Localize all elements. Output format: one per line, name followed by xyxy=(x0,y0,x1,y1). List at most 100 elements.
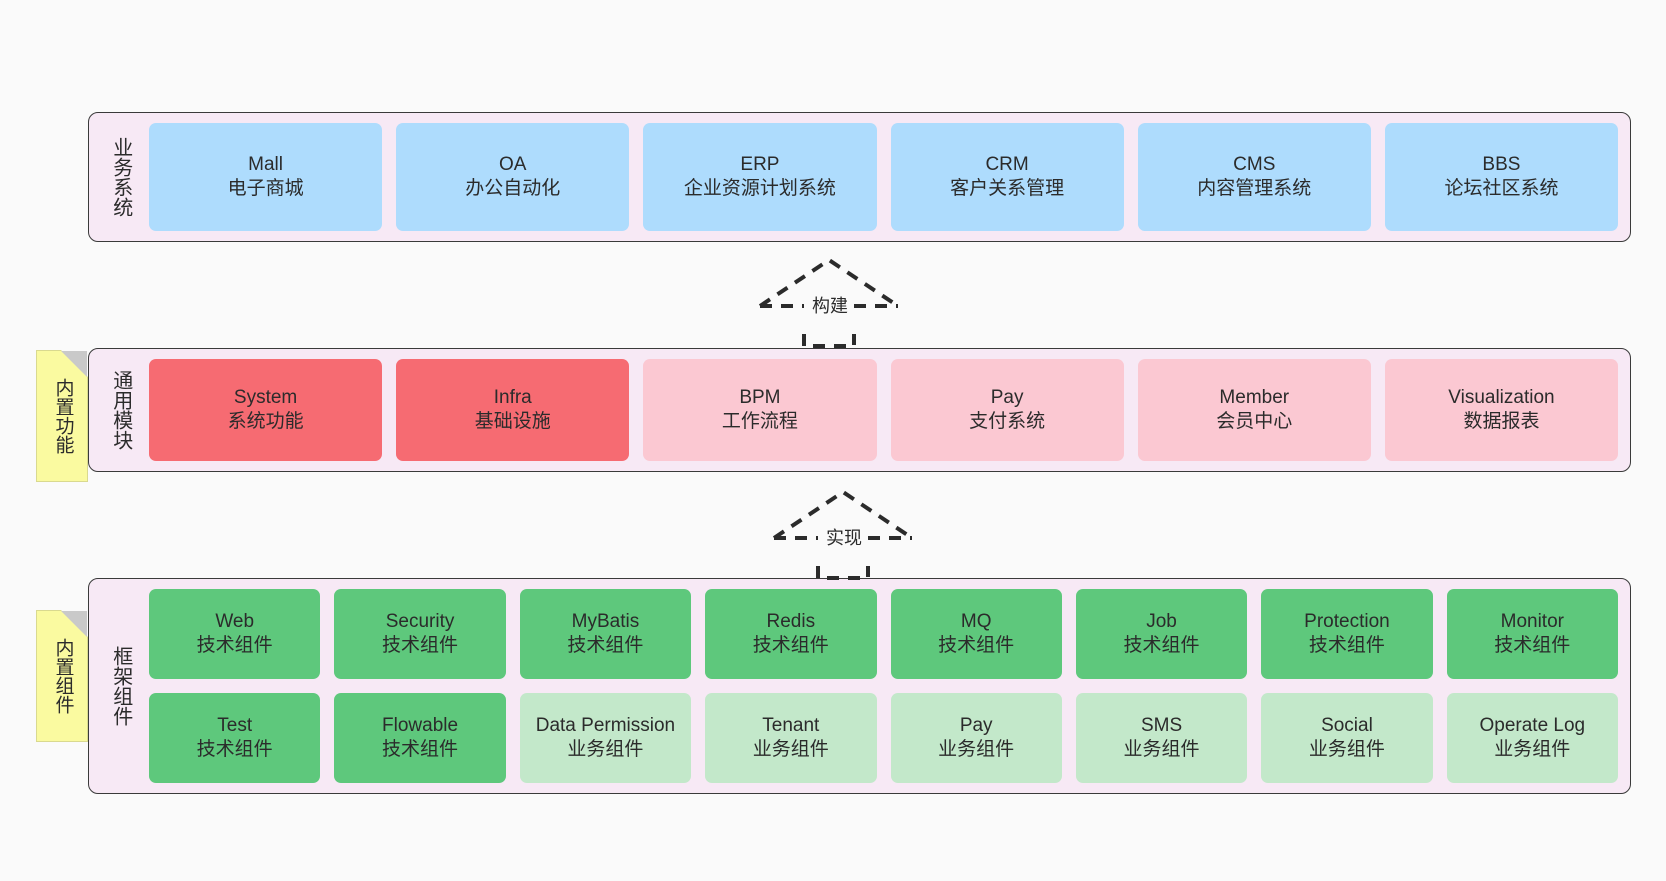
node-label-en: Tenant xyxy=(762,715,820,737)
layer-body-common-modules: System 系统功能 Infra 基础设施 BPM 工作流程 Pay 支付系统… xyxy=(139,359,1619,461)
node-label-cn: 技术组件 xyxy=(196,739,273,760)
node-visualization[interactable]: Visualization 数据报表 xyxy=(1384,359,1619,461)
node-redis[interactable]: Redis 技术组件 xyxy=(705,589,877,679)
layer-framework-components: 框架组件 Web 技术组件 Security 技术组件 MyBatis 技术组件… xyxy=(88,578,1631,794)
node-label-en: Data Permission xyxy=(535,715,676,737)
node-label-cn: 数据报表 xyxy=(1463,411,1540,432)
node-security[interactable]: Security 技术组件 xyxy=(334,589,506,679)
node-label-cn: 技术组件 xyxy=(196,635,273,656)
node-cms[interactable]: CMS 内容管理系统 xyxy=(1137,123,1371,231)
node-label-cn: 业务组件 xyxy=(567,739,644,760)
node-label-en: OA xyxy=(499,154,527,176)
node-label-en: ERP xyxy=(740,154,780,176)
connector-label-build: 构建 xyxy=(812,296,848,316)
generalization-arrow-build xyxy=(758,258,900,348)
note-text: 内置组件 xyxy=(52,638,74,714)
node-test[interactable]: Test 技术组件 xyxy=(149,693,321,783)
node-web[interactable]: Web 技术组件 xyxy=(149,589,321,679)
node-label-cn: 业务组件 xyxy=(938,739,1015,760)
layer-title-common-modules: 通用模块 xyxy=(109,370,132,450)
node-label-cn: 论坛社区系统 xyxy=(1444,178,1559,199)
node-mall[interactable]: Mall 电子商城 xyxy=(149,123,383,231)
note-builtin-components[interactable]: 内置组件 xyxy=(36,610,88,742)
node-label-en: Flowable xyxy=(382,715,459,737)
layer-common-modules: 通用模块 System 系统功能 Infra 基础设施 BPM 工作流程 Pay… xyxy=(88,348,1631,472)
node-pay-business[interactable]: Pay 业务组件 xyxy=(890,693,1062,783)
node-social[interactable]: Social 业务组件 xyxy=(1261,693,1433,783)
node-label-en: Job xyxy=(1146,611,1177,633)
node-label-cn: 业务组件 xyxy=(752,739,829,760)
note-builtin-features[interactable]: 内置功能 xyxy=(36,350,88,482)
node-pay[interactable]: Pay 支付系统 xyxy=(890,359,1124,461)
node-label-en: CRM xyxy=(985,154,1029,176)
layer-business-systems: 业务系统 Mall 电子商城 OA 办公自动化 ERP 企业资源计划系统 CRM… xyxy=(88,112,1631,242)
node-label-cn: 电子商城 xyxy=(227,178,304,199)
node-bpm[interactable]: BPM 工作流程 xyxy=(643,359,877,461)
node-label-cn: 办公自动化 xyxy=(465,178,561,199)
node-label-en: Monitor xyxy=(1500,611,1564,633)
layer-body-framework-components: Web 技术组件 Security 技术组件 MyBatis 技术组件 Redi… xyxy=(139,589,1618,783)
generalization-arrow-implement xyxy=(772,490,914,580)
node-label-en: Redis xyxy=(766,611,816,633)
node-label-cn: 企业资源计划系统 xyxy=(683,178,836,199)
node-label-cn: 技术组件 xyxy=(382,635,459,656)
node-label-cn: 基础设施 xyxy=(474,411,551,432)
node-label-en: CMS xyxy=(1233,154,1276,176)
note-text: 内置功能 xyxy=(52,378,74,454)
node-label-cn: 技术组件 xyxy=(1123,635,1200,656)
node-label-en: Mall xyxy=(248,154,283,176)
node-system[interactable]: System 系统功能 xyxy=(149,359,383,461)
node-label-en: BBS xyxy=(1482,154,1521,176)
node-label-cn: 工作流程 xyxy=(721,411,798,432)
node-label-en: Security xyxy=(385,611,455,633)
node-tenant[interactable]: Tenant 业务组件 xyxy=(705,693,877,783)
node-label-cn: 技术组件 xyxy=(382,739,459,760)
node-label-cn: 技术组件 xyxy=(1308,635,1385,656)
node-label-cn: 技术组件 xyxy=(1494,635,1571,656)
row: System 系统功能 Infra 基础设施 BPM 工作流程 Pay 支付系统… xyxy=(149,359,1619,461)
node-mq[interactable]: MQ 技术组件 xyxy=(890,589,1062,679)
node-label-en: Operate Log xyxy=(1479,715,1586,737)
node-data-permission[interactable]: Data Permission 业务组件 xyxy=(519,693,692,783)
node-label-cn: 技术组件 xyxy=(567,635,644,656)
node-flowable[interactable]: Flowable 技术组件 xyxy=(334,693,506,783)
node-label-cn: 技术组件 xyxy=(938,635,1015,656)
node-infra[interactable]: Infra 基础设施 xyxy=(396,359,630,461)
node-label-en: SMS xyxy=(1140,715,1183,737)
node-operate-log[interactable]: Operate Log 业务组件 xyxy=(1446,693,1618,783)
node-label-cn: 客户关系管理 xyxy=(950,178,1065,199)
node-label-cn: 会员中心 xyxy=(1216,411,1293,432)
node-erp[interactable]: ERP 企业资源计划系统 xyxy=(643,123,877,231)
node-label-en: Test xyxy=(217,715,253,737)
node-label-en: MQ xyxy=(960,611,992,633)
row-business-components: Test 技术组件 Flowable 技术组件 Data Permission … xyxy=(149,693,1618,783)
node-protection[interactable]: Protection 技术组件 xyxy=(1261,589,1433,679)
node-label-cn: 系统功能 xyxy=(227,411,304,432)
node-label-en: Member xyxy=(1219,387,1290,409)
node-mybatis[interactable]: MyBatis 技术组件 xyxy=(519,589,692,679)
node-sms[interactable]: SMS 业务组件 xyxy=(1075,693,1248,783)
node-label-cn: 业务组件 xyxy=(1123,739,1200,760)
node-oa[interactable]: OA 办公自动化 xyxy=(396,123,630,231)
node-label-en: Visualization xyxy=(1448,387,1555,409)
node-label-en: Pay xyxy=(990,387,1024,409)
node-label-en: Social xyxy=(1321,715,1373,737)
node-job[interactable]: Job 技术组件 xyxy=(1075,589,1248,679)
row: Mall 电子商城 OA 办公自动化 ERP 企业资源计划系统 CRM 客户关系… xyxy=(149,123,1619,231)
node-label-en: Infra xyxy=(493,387,532,409)
node-label-en: System xyxy=(233,387,298,409)
node-monitor[interactable]: Monitor 技术组件 xyxy=(1446,589,1618,679)
layer-title-framework-components: 框架组件 xyxy=(109,646,132,726)
node-label-en: Protection xyxy=(1304,611,1390,633)
node-label-cn: 业务组件 xyxy=(1494,739,1571,760)
node-crm[interactable]: CRM 客户关系管理 xyxy=(890,123,1124,231)
node-label-en: Pay xyxy=(959,715,993,737)
node-label-en: Web xyxy=(215,611,255,633)
node-member[interactable]: Member 会员中心 xyxy=(1137,359,1371,461)
node-label-cn: 业务组件 xyxy=(1308,739,1385,760)
node-label-cn: 内容管理系统 xyxy=(1197,178,1312,199)
row-technical-components: Web 技术组件 Security 技术组件 MyBatis 技术组件 Redi… xyxy=(149,589,1618,679)
node-bbs[interactable]: BBS 论坛社区系统 xyxy=(1384,123,1619,231)
node-label-cn: 技术组件 xyxy=(752,635,829,656)
